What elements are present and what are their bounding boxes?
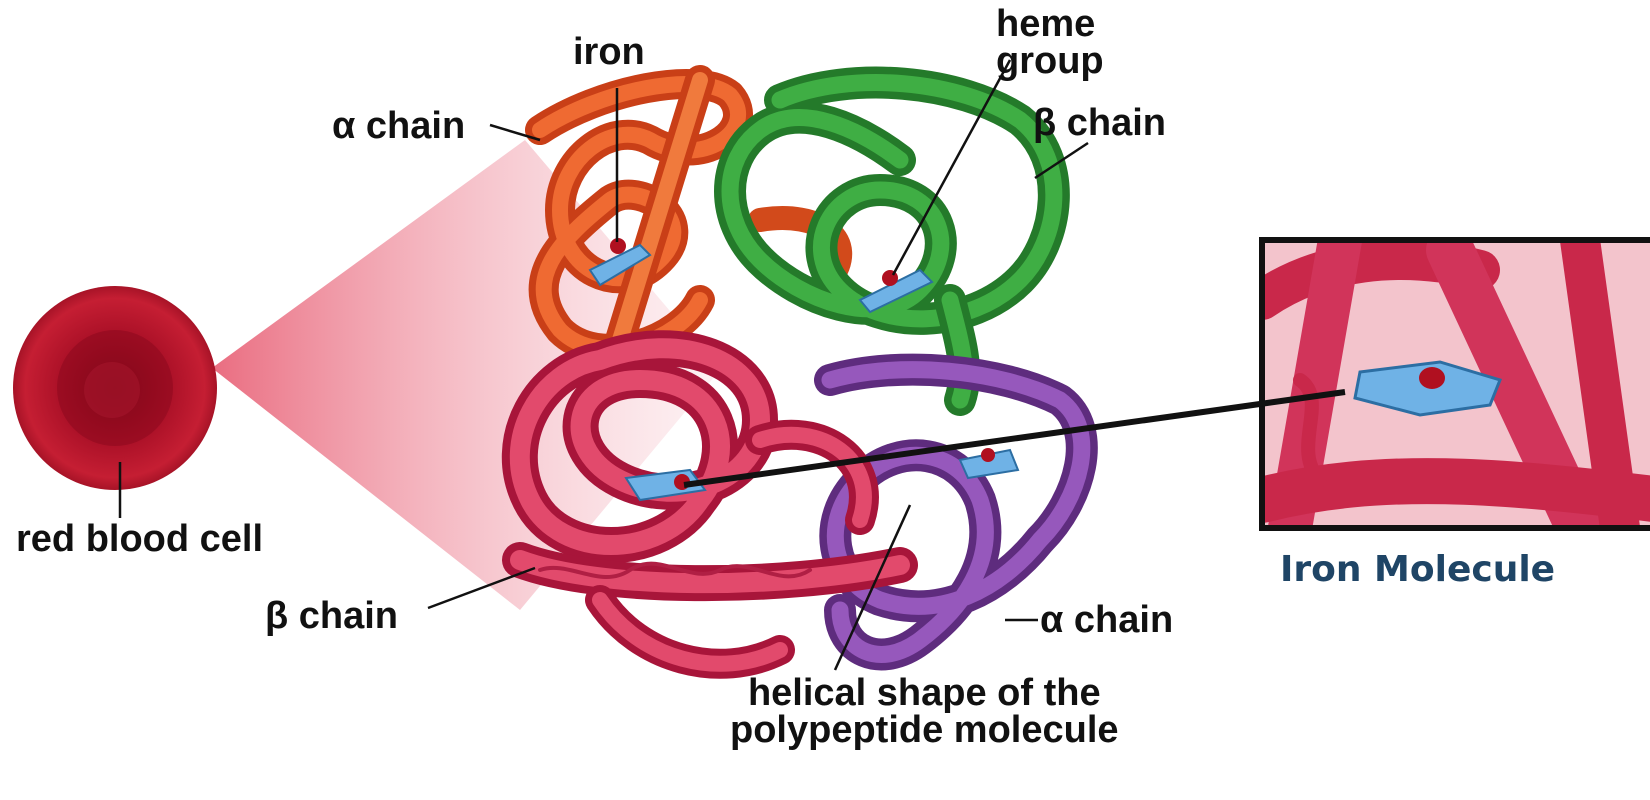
label-beta-chain-top: β chain [1033, 104, 1166, 142]
beta-chain-top-subunit [730, 83, 1054, 400]
label-helical-shape: helical shape of the polypeptide molecul… [730, 675, 1119, 749]
label-beta-chain-bottom: β chain [265, 597, 398, 635]
red-blood-cell [13, 286, 217, 490]
inset-caption: Iron Molecule [1280, 552, 1555, 588]
label-red-blood-cell: red blood cell [16, 520, 263, 558]
iron-molecule-inset [1262, 240, 1650, 528]
heme-group-alpha-bottom [960, 448, 1018, 478]
label-heme-group: heme group [996, 6, 1104, 80]
label-alpha-chain-top: α chain [332, 107, 465, 145]
label-iron: iron [573, 33, 645, 71]
label-alpha-chain-bottom: α chain [1040, 601, 1173, 639]
